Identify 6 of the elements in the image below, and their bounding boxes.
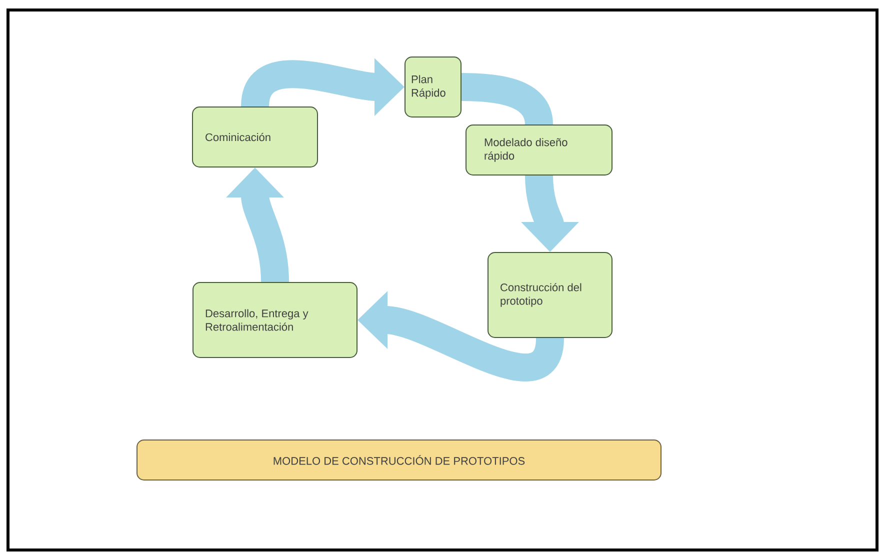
process-box: Modelado diseño rápido [466,124,612,176]
process-box: Desarrollo, Entrega y Retroalimentación [192,282,358,358]
caption-bar: MODELO DE CONSTRUCCIÓN DE PROTOTIPOS [136,440,662,480]
process-box: Plan Rápido [404,56,462,118]
process-box: Construcción del prototipo [488,252,612,338]
process-box: Cominicación [192,106,318,168]
